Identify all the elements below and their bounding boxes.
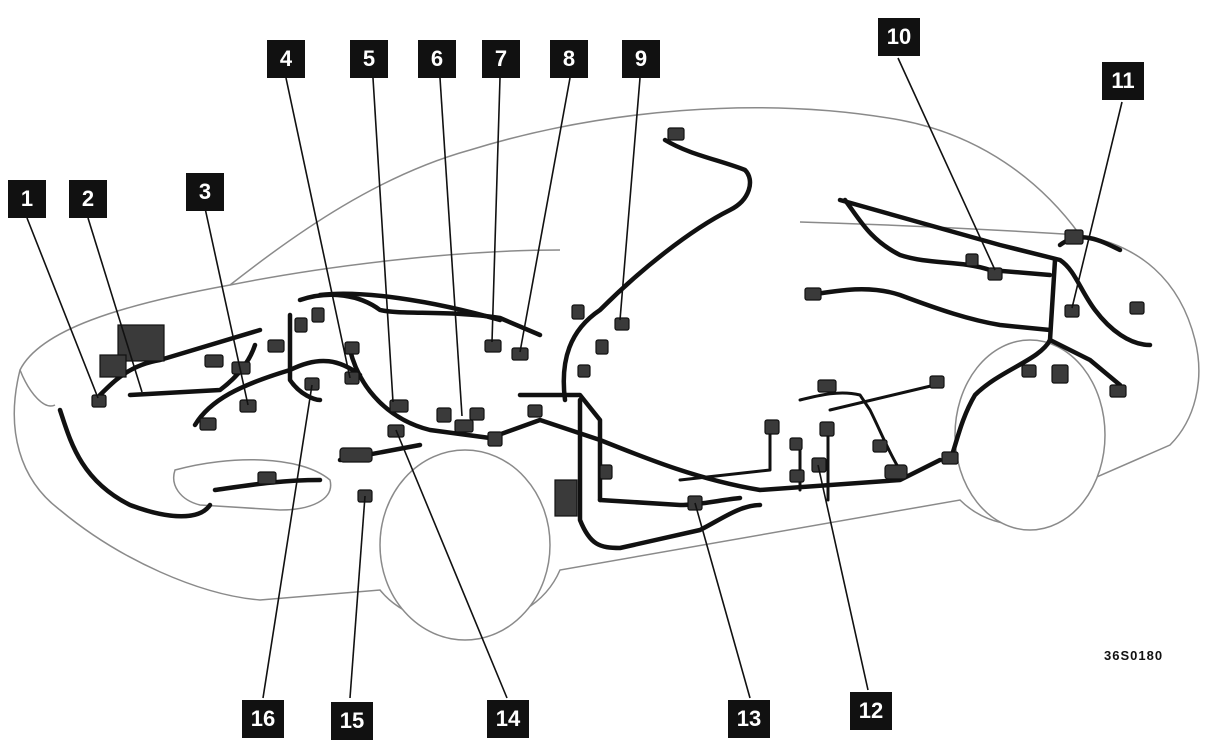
callout-15: 15 [331,702,373,740]
leader-lines [26,57,1123,699]
callout-1: 1 [8,180,46,218]
front-wheel [379,449,551,641]
connectors [91,127,1145,517]
rear-wheel [954,339,1106,531]
callout-2: 2 [69,180,107,218]
callout-5: 5 [350,40,388,78]
wheels [379,339,1106,641]
callout-14: 14 [487,700,529,738]
diagram-code: 36S0180 [1104,648,1164,663]
callout-9: 9 [622,40,660,78]
callout-16: 16 [242,700,284,738]
callout-10: 10 [878,18,920,56]
callout-4: 4 [267,40,305,78]
callout-6: 6 [418,40,456,78]
callout-7: 7 [482,40,520,78]
callout-13: 13 [728,700,770,738]
callout-12: 12 [850,692,892,730]
car-body-outline [13,107,1200,626]
callout-8: 8 [550,40,588,78]
callout-11: 11 [1102,62,1144,100]
callout-3: 3 [186,173,224,211]
